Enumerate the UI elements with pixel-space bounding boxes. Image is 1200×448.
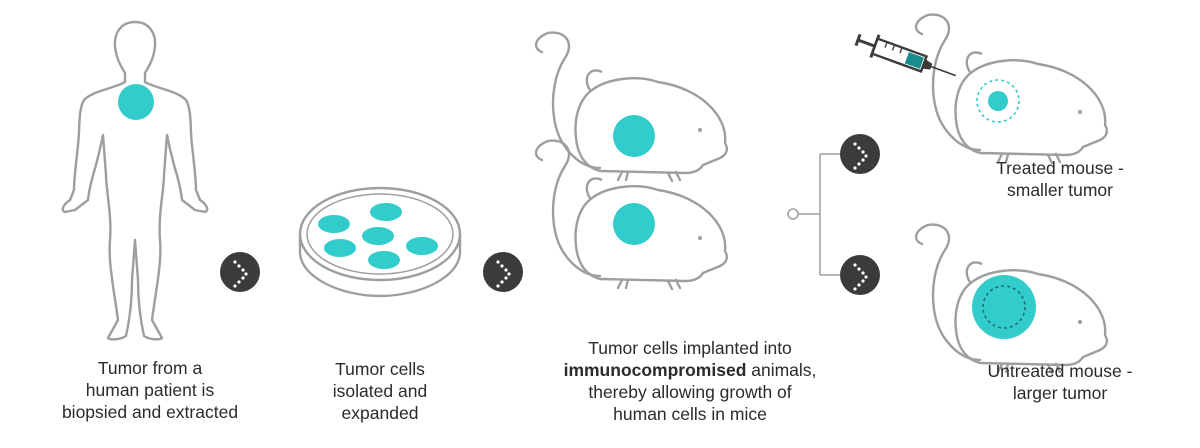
cell-colonies [318,203,438,269]
implant-caption: Tumor cells implanted into immunocomprom… [530,337,850,425]
original-tumor-outline [982,285,1026,329]
treated-caption: Treated mouse - smaller tumor [960,157,1160,201]
implant-caption-fragment: animals, [746,360,817,380]
dish-caption-line: isolated and [332,381,428,401]
arrow-2-chevron-right-dotted-icon [483,252,523,292]
untreated-caption-line: Untreated mouse - [987,361,1133,381]
larger-tumor [972,275,1036,339]
implanted-tumor-1 [613,115,655,157]
patient-caption: Tumor from a human patient is biopsied a… [50,357,250,423]
implanted-tumor-2 [613,203,655,245]
human-silhouette-icon [61,20,209,341]
original-tumor-outline [976,79,1020,123]
dish-caption-line: expanded [341,403,419,423]
petri-dish-icon [298,186,462,298]
untreated-caption: Untreated mouse - larger tumor [960,360,1160,404]
implant-caption-line: Tumor cells implanted into [588,338,792,358]
patient-tumor [118,84,154,120]
implant-caption-line: thereby allowing growth of [588,382,792,402]
dish-caption-line: Tumor cells [335,359,425,379]
arrow-untreated-chevron-right-dotted-icon [840,255,880,295]
dish-caption: Tumor cells isolated and expanded [300,358,460,424]
immunocompromised-emphasis: immunocompromised [563,360,747,380]
branch-connector [787,153,840,276]
mouse-1-outline-icon [534,31,729,183]
implant-caption-line: immunocompromised animals, [530,359,850,381]
arrow-treated-chevron-right-dotted-icon [840,134,880,174]
syringe-icon [854,33,957,77]
smaller-tumor [988,91,1008,111]
patient-caption-line: biopsied and extracted [61,402,239,422]
implant-caption-line: human cells in mice [613,404,767,424]
treated-mouse-outline-icon [914,13,1109,165]
patient-caption-line: human patient is [85,380,215,400]
treated-caption-line: Treated mouse - [996,158,1124,178]
treated-caption-line: smaller tumor [1007,180,1113,200]
untreated-caption-line: larger tumor [1012,383,1108,403]
patient-caption-line: Tumor from a [97,358,203,378]
arrow-1-chevron-right-dotted-icon [220,252,260,292]
